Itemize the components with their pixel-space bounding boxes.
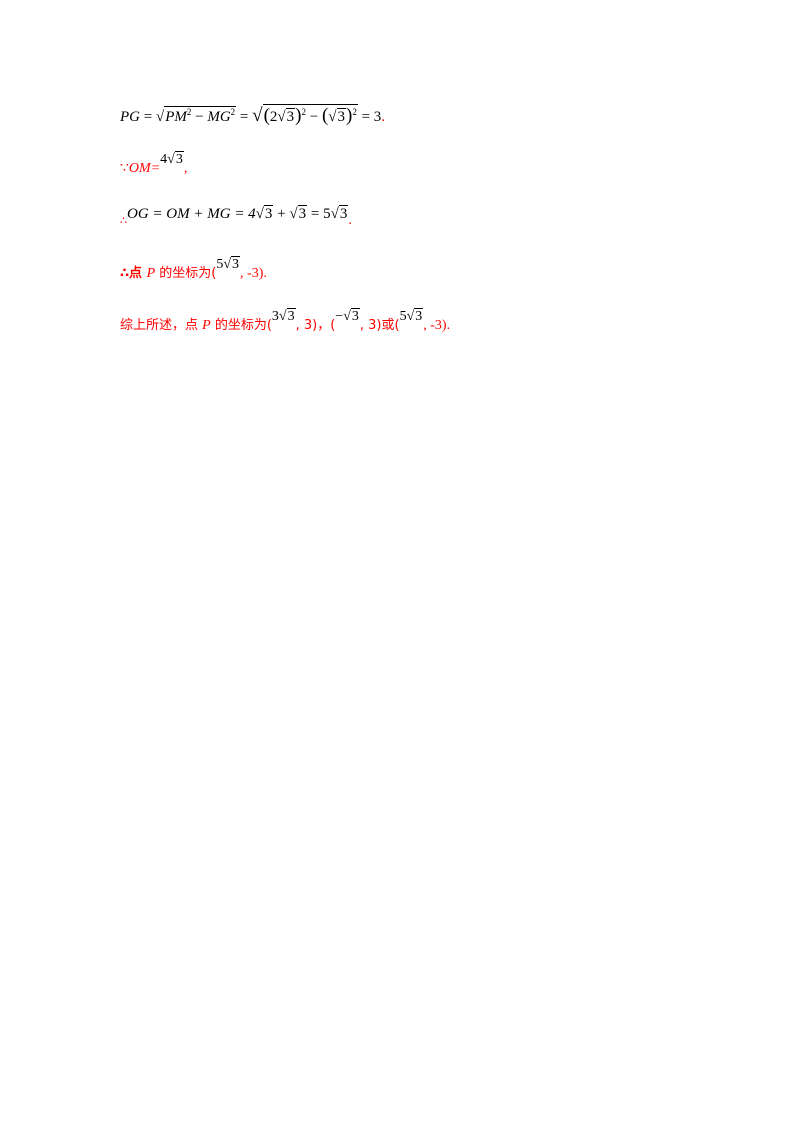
radicand: 3	[338, 205, 349, 222]
sqrt-big: √(2√3)2 − (√3)2	[252, 104, 358, 126]
coef: 5	[399, 309, 407, 324]
period: .	[348, 213, 352, 228]
minus: −	[191, 109, 208, 125]
period: .	[381, 109, 386, 125]
plus: +	[273, 206, 290, 222]
coef: 3	[271, 309, 279, 324]
answer-2-y: , 3)或(	[359, 318, 400, 333]
coef: 4	[160, 152, 168, 167]
y-value: , -3).	[240, 266, 267, 281]
square: 2	[230, 107, 236, 117]
radicand: 3	[350, 308, 360, 324]
sqrt-pm-mg: √PM2 − MG2	[155, 106, 237, 125]
square: 2	[301, 107, 306, 117]
summary-statement: 综上所述，点 P 的坐标为(3√3, 3)，(−√3, 3)或(5√3, -3)…	[120, 308, 451, 334]
because-symbol: ∵	[120, 161, 129, 176]
radicand: 3	[286, 308, 296, 324]
comma: ,	[183, 161, 188, 176]
equals-five: = 5	[307, 206, 331, 222]
mg-symbol: MG	[207, 109, 231, 125]
answer-2-x: −√3	[335, 308, 360, 324]
x-value: 5√3	[216, 256, 241, 272]
result: = 3	[357, 109, 382, 125]
radicand: 3	[231, 256, 241, 272]
minus-sign: −	[335, 309, 344, 324]
summary-prefix: 综上所述，点	[120, 318, 203, 333]
radicand: 3	[414, 308, 424, 324]
coord-text: 的坐标为(	[210, 318, 272, 333]
equals: =	[236, 109, 253, 125]
radicand: 3	[297, 205, 308, 222]
radicand: 3	[174, 151, 184, 167]
answer-3-y: , -3).	[423, 318, 451, 333]
og-equation: ∴OG = OM + MG = 4√3 + √3 = 5√3.	[120, 205, 352, 228]
therefore-symbol: ∴	[120, 215, 127, 227]
square: 2	[352, 107, 357, 117]
answer-1-y: , 3)，(	[295, 318, 336, 333]
radicand: 3	[336, 108, 346, 125]
pg-symbol: PG	[120, 109, 140, 125]
om-statement: ∵OM=4√3,	[120, 151, 188, 177]
coord-text: 的坐标为(	[155, 266, 217, 281]
point-p: P	[146, 266, 156, 281]
om-value: 4√3	[160, 151, 184, 167]
pm-symbol: PM	[165, 109, 187, 125]
answer-3-x: 5√3	[399, 308, 424, 324]
square: 2	[186, 107, 192, 117]
therefore-prefix: ∴点	[120, 266, 147, 281]
coef: 5	[216, 257, 224, 272]
answer-1-x: 3√3	[271, 308, 296, 324]
pg-equation: PG = √PM2 − MG2 = √(2√3)2 − (√3)2 = 3.	[120, 104, 385, 127]
radicand: 3	[263, 205, 274, 222]
coef: 2	[269, 109, 278, 125]
point-p: P	[202, 318, 211, 333]
p-coordinate-statement: ∴点 P 的坐标为(5√3, -3).	[120, 256, 267, 282]
om-label: OM=	[128, 161, 161, 176]
og-expression: OG = OM + MG = 4	[127, 206, 256, 222]
radicand: 3	[285, 108, 296, 125]
minus: −	[305, 109, 322, 125]
equals: =	[140, 109, 156, 125]
